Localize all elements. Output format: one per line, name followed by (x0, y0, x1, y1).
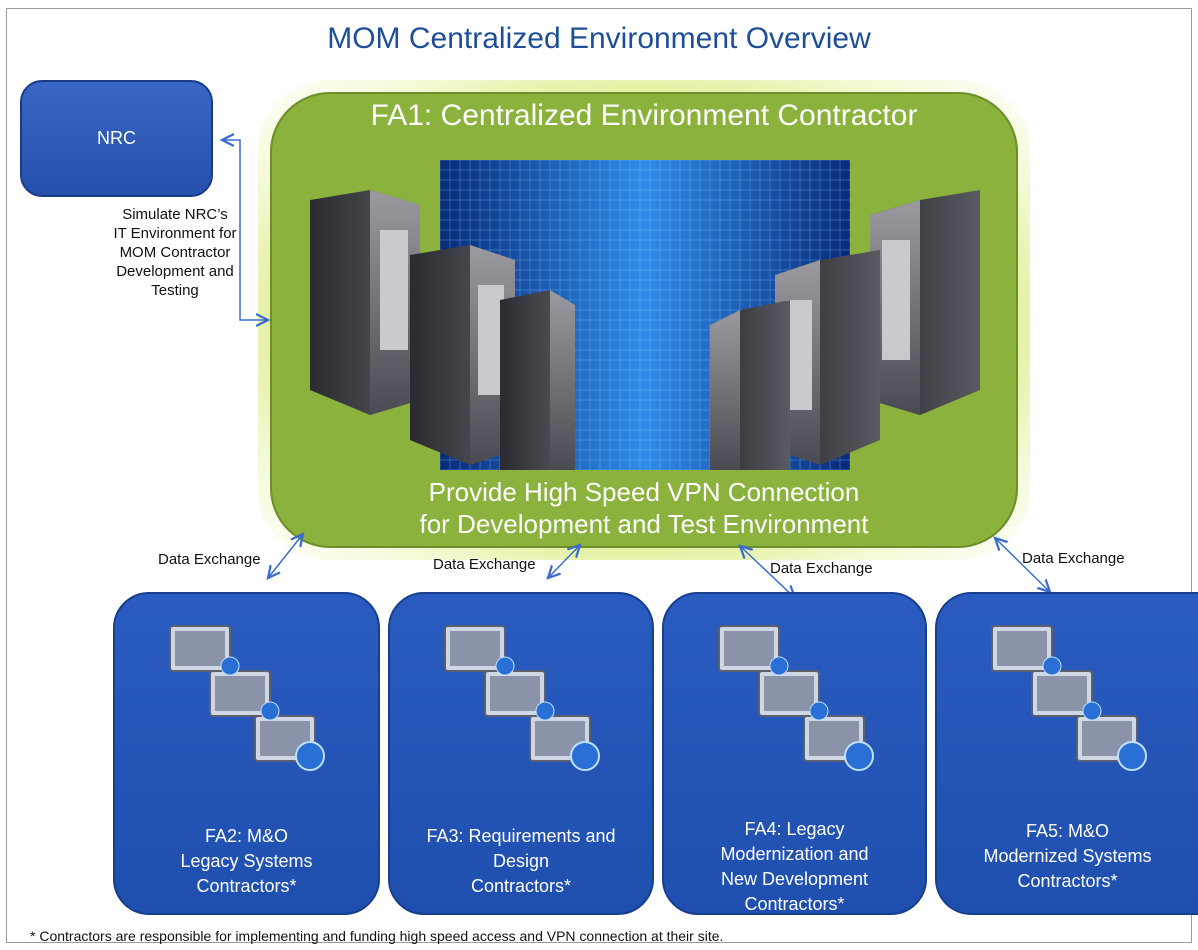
fa4-label-line: Contractors* (744, 894, 845, 914)
nrc-note-line: Testing (151, 282, 199, 299)
fa4-data-exchange-arrow (740, 546, 795, 598)
fa4-label: FA4: Legacy Modernization and New Develo… (664, 817, 925, 917)
monitors-icon (444, 625, 600, 771)
server-left-group (310, 190, 575, 470)
nrc-box: NRC (20, 80, 213, 197)
fa2-data-exchange-arrow (268, 534, 303, 578)
fa5-data-exchange-arrow (995, 538, 1050, 592)
diagram-title: MOM Centralized Environment Overview (327, 22, 871, 55)
nrc-note: Simulate NRC’s IT Environment for MOM Co… (100, 205, 250, 300)
nrc-note-line: Development and (116, 263, 234, 280)
fa4-label-line: FA4: Legacy (744, 819, 845, 839)
fa2-label-line: Contractors* (196, 876, 297, 896)
fa1-body-line: Provide High Speed VPN Connection (428, 477, 860, 507)
fa2-box: FA2: M&O Legacy Systems Contractors* (113, 592, 380, 915)
monitors-icon (169, 625, 325, 771)
fa3-data-exchange-arrow (548, 545, 580, 578)
fa2-label-line: FA2: M&O (204, 826, 289, 846)
nrc-fa1-arrow (222, 140, 268, 320)
nrc-label: NRC (97, 128, 136, 148)
fa1-body: Provide High Speed VPN Connection for De… (270, 476, 1018, 540)
fa1-body-line: for Development and Test Environment (419, 509, 869, 539)
fa4-label-line: Modernization and (720, 844, 869, 864)
fa3-label: FA3: Requirements and Design Contractors… (390, 824, 652, 899)
diagram-frame (6, 8, 1192, 943)
fa4-label-line: New Development (720, 869, 869, 889)
fa2-label-line: Legacy Systems (180, 851, 313, 871)
nrc-note-line: Simulate NRC’s (122, 206, 228, 223)
fa3-label-line: Contractors* (470, 876, 572, 896)
footnote: * Contractors are responsible for implem… (30, 928, 724, 944)
nrc-note-line: MOM Contractor (119, 244, 231, 261)
nrc-note-line: IT Environment for (113, 225, 237, 242)
fa4-box: FA4: Legacy Modernization and New Develo… (662, 592, 927, 915)
fa1-title: FA1: Centralized Environment Contractor (370, 99, 918, 132)
fa2-label: FA2: M&O Legacy Systems Contractors* (115, 824, 378, 899)
fa3-label-line: Design (492, 851, 550, 871)
fa5-label-line: Modernized Systems (983, 846, 1152, 866)
server-room-image (310, 160, 980, 470)
edge-label-fa2: Data Exchange (158, 551, 261, 568)
monitors-icon (718, 625, 874, 771)
fa5-label: FA5: M&O Modernized Systems Contractors* (937, 819, 1198, 894)
fa5-label-line: Contractors* (1017, 871, 1118, 891)
server-right-group (710, 190, 980, 470)
fa3-box: FA3: Requirements and Design Contractors… (388, 592, 654, 915)
monitors-icon (991, 625, 1147, 771)
fa3-label-line: FA3: Requirements and (426, 826, 616, 846)
edge-label-fa3: Data Exchange (433, 556, 536, 573)
edge-label-fa5: Data Exchange (1022, 550, 1125, 567)
edge-label-fa4: Data Exchange (770, 560, 873, 577)
fa5-label-line: FA5: M&O (1025, 821, 1110, 841)
fa5-box: FA5: M&O Modernized Systems Contractors* (935, 592, 1198, 915)
